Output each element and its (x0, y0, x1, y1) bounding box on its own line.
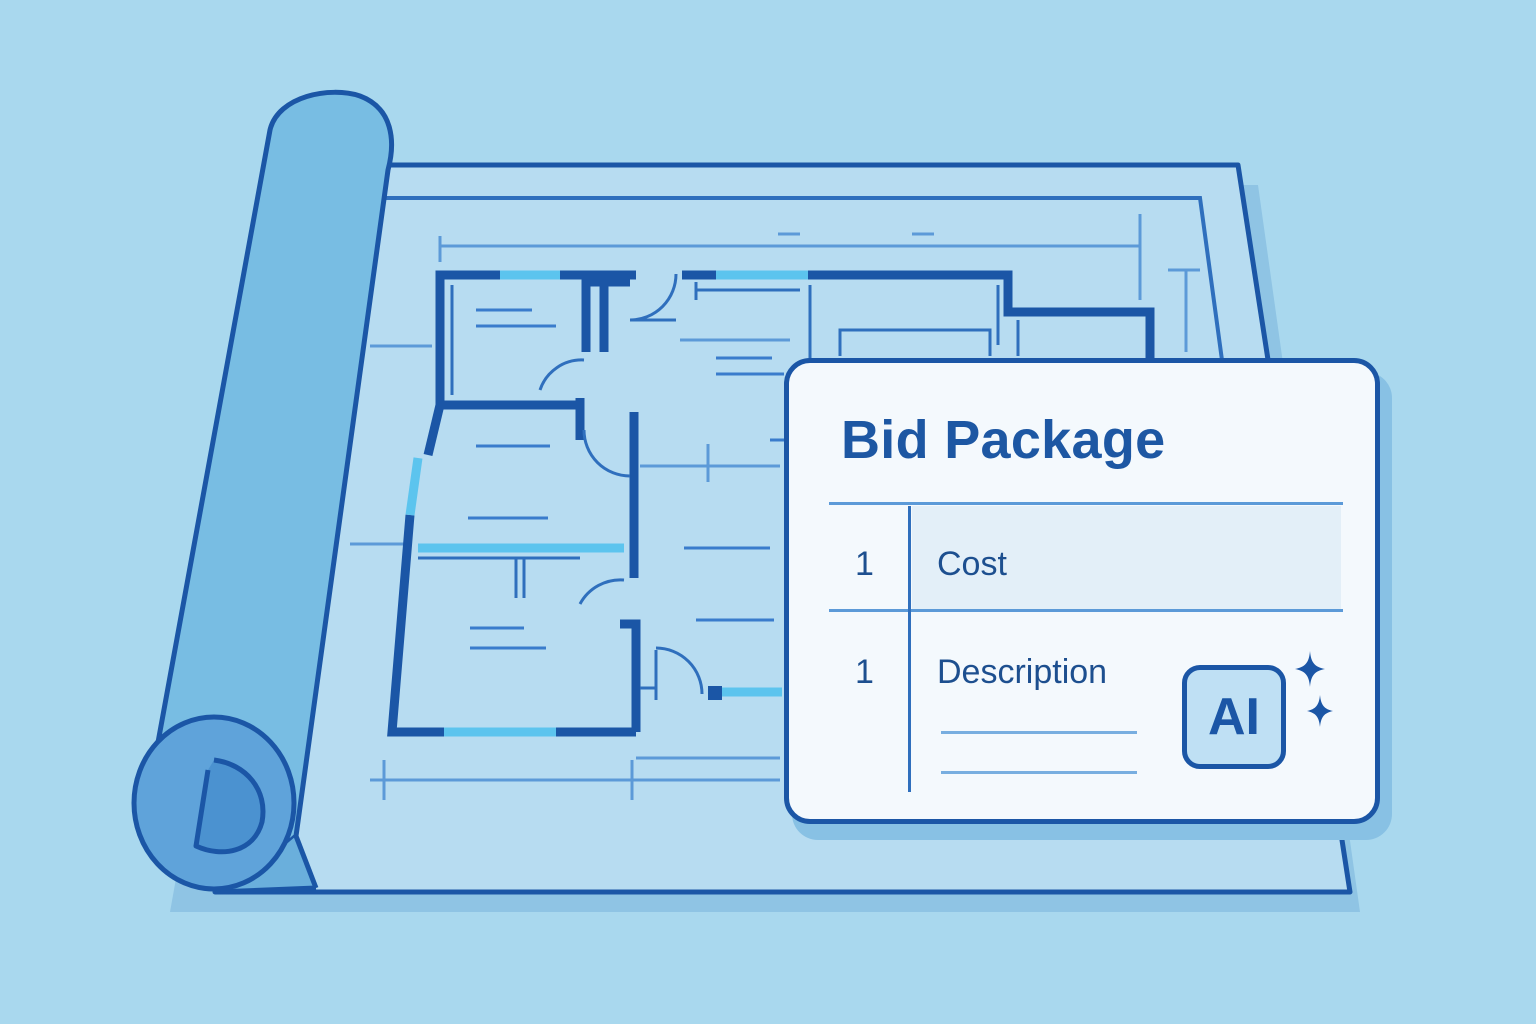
sparkle-icon (1295, 651, 1325, 687)
description-placeholder-line (941, 771, 1137, 774)
header-divider (829, 502, 1343, 505)
row-number-description: 1 (855, 653, 874, 691)
room-label-lines (468, 308, 1134, 650)
bid-package-card: Bid Package 1 Cost 1 Description AI (784, 358, 1380, 824)
windows (405, 270, 808, 737)
row-number-cost: 1 (855, 545, 874, 583)
sparkle-icon (1307, 695, 1333, 727)
door-swings (538, 273, 704, 695)
wall-post (708, 686, 722, 700)
description-placeholder-line (941, 731, 1137, 734)
row-highlight (912, 506, 1341, 610)
floor-plan-walls (387, 270, 1155, 737)
blueprint-roll (131, 89, 395, 895)
dimension-lines (350, 214, 1200, 800)
row-label-cost: Cost (937, 545, 1007, 583)
card-title: Bid Package (841, 410, 1166, 470)
row-label-description: Description (937, 653, 1108, 691)
column-divider (908, 506, 911, 792)
row-divider (829, 609, 1343, 612)
ai-badge-icon[interactable]: AI (1182, 665, 1286, 769)
